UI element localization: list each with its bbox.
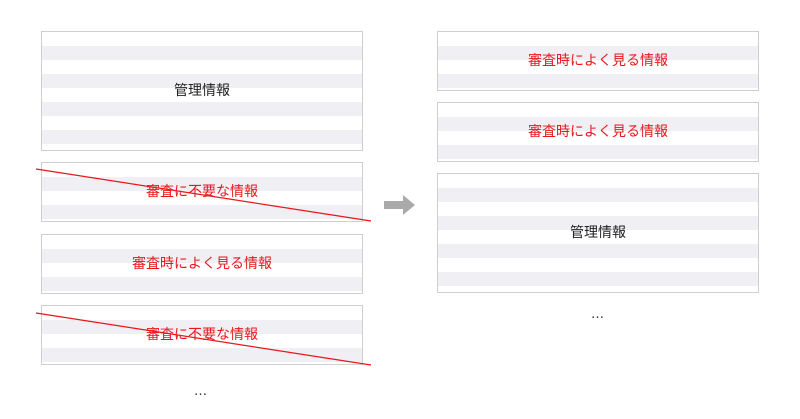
after-panel-frequent-2: 審査時によく見る情報: [437, 102, 759, 162]
panel-label: 審査に不要な情報: [146, 327, 258, 343]
before-panel-unneeded-1: 審査に不要な情報: [41, 162, 363, 222]
before-ellipsis: …: [194, 384, 207, 399]
before-panel-frequent: 審査時によく見る情報: [41, 234, 363, 294]
after-panel-frequent-1: 審査時によく見る情報: [437, 31, 759, 91]
panel-label: 審査に不要な情報: [146, 184, 258, 200]
after-panel-management: 管理情報: [437, 173, 759, 293]
before-panel-management: 管理情報: [41, 31, 363, 151]
panel-label: 審査時によく見る情報: [132, 256, 272, 272]
panel-label: 管理情報: [174, 83, 230, 99]
panel-label: 審査時によく見る情報: [528, 124, 668, 140]
after-ellipsis: …: [591, 307, 604, 322]
right-arrow-icon: [384, 195, 415, 215]
panel-label: 管理情報: [570, 225, 626, 241]
panel-label: 審査時によく見る情報: [528, 53, 668, 69]
before-panel-unneeded-2: 審査に不要な情報: [41, 305, 363, 365]
